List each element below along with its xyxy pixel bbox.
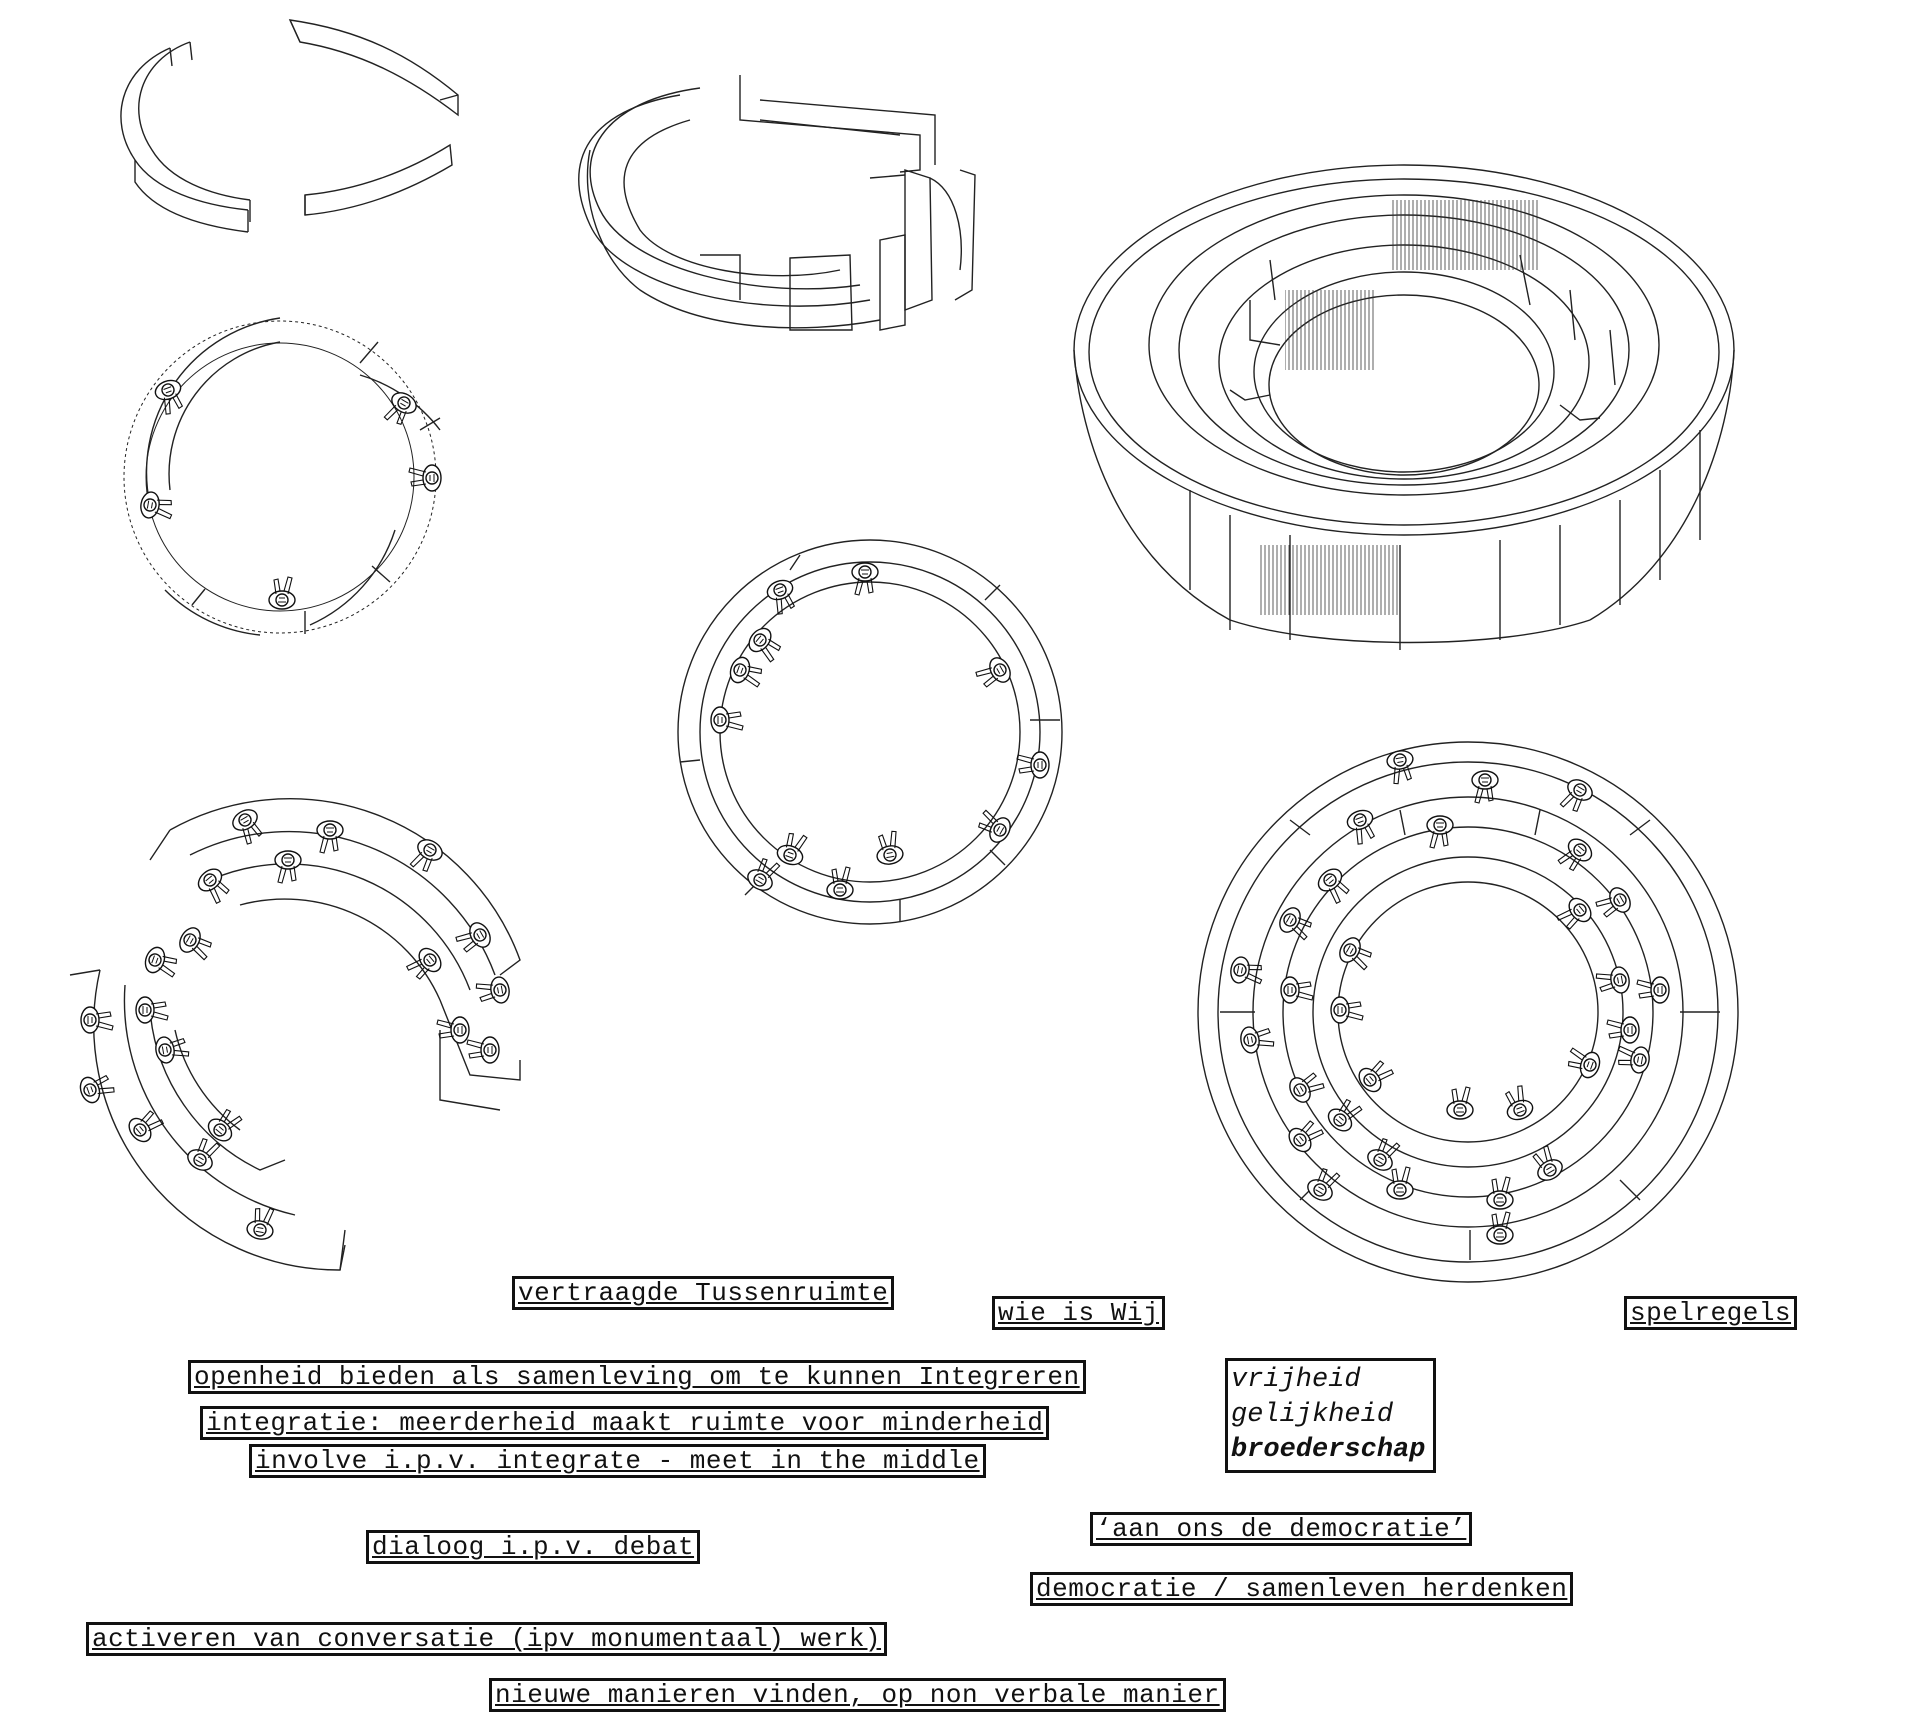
label-activeren: activeren van conversatie (ipv monumenta… [86, 1622, 888, 1656]
label-vertraagde-tussenruimte: vertraagde Tussenruimte [512, 1276, 895, 1310]
ring-plan-middle [677, 539, 1063, 925]
label-nieuwe-manieren: nieuwe manieren vinden, op non verbale m… [489, 1678, 1226, 1712]
ring-plan-open [123, 317, 441, 636]
label-wie-is-wij: wie is Wij [992, 1296, 1166, 1330]
motto-broederschap: broederschap [1231, 1435, 1426, 1465]
label-involve: involve i.p.v. integrate - meet in the m… [249, 1444, 986, 1478]
people-figures [76, 376, 1670, 1245]
label-aan-ons-de-democratie: ‘aan ons de democratie’ [1090, 1512, 1473, 1546]
label-democratie-herdenken: democratie / samenleven herdenken [1030, 1572, 1574, 1606]
motto-gelijkheid: gelijkheid [1231, 1400, 1394, 1430]
iso-two-arcs [120, 19, 459, 233]
ring-plan-concentric [1197, 741, 1739, 1283]
ring-plan-spiral [69, 798, 521, 1271]
label-integratie: integratie: meerderheid maakt ruimte voo… [200, 1406, 1050, 1440]
motto-box: vrijheid gelijkheid broederschap [1225, 1358, 1437, 1473]
label-dialoog: dialoog i.p.v. debat [366, 1530, 701, 1564]
iso-concentric-arcs [578, 75, 976, 331]
label-spelregels: spelregels [1624, 1296, 1798, 1330]
motto-vrijheid: vrijheid [1231, 1365, 1361, 1395]
amphitheater [1073, 164, 1735, 650]
label-openheid: openheid bieden als samenleving om te ku… [188, 1360, 1086, 1394]
